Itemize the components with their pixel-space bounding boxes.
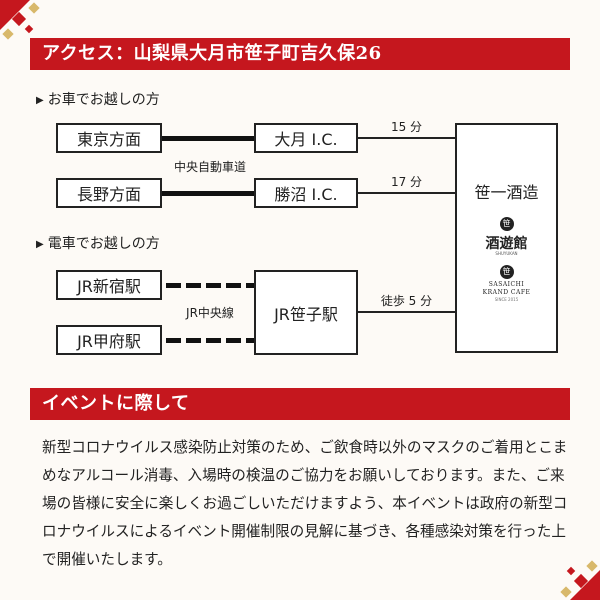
origin-kofu-box: JR甲府駅 xyxy=(56,325,162,355)
corner-pattern-bottom-right xyxy=(560,560,600,600)
origin-shinjuku-box: JR新宿駅 xyxy=(56,270,162,300)
walk-line xyxy=(358,311,455,313)
highway-label: 中央自動車道 xyxy=(173,160,246,174)
train-access-heading: ▶電車でお越しの方 xyxy=(36,235,160,254)
krand-cafe-logo-line2: KRAND CAFE xyxy=(482,289,531,296)
highway-line-tokyo xyxy=(162,136,254,141)
route-line-katsunuma xyxy=(358,192,455,194)
car-access-heading-label: お車でお越しの方 xyxy=(47,92,160,108)
event-notice-text: 新型コロナウイルス感染防止対策のため、ご飲食時以外のマスクのご着用とこまめなアル… xyxy=(42,439,568,568)
highway-line-nagano xyxy=(162,191,254,196)
krand-cafe-logo-line1: SASAICHI xyxy=(488,281,525,288)
origin-nagano-box: 長野方面 xyxy=(56,178,162,208)
duration-katsunuma: 17 分 xyxy=(390,175,423,189)
krand-cafe-logo-icon: 笹 xyxy=(499,265,514,279)
triangle-right-icon: ▶ xyxy=(36,239,44,250)
exit-katsunuma-box: 勝沼 I.C. xyxy=(254,178,358,208)
origin-tokyo-box: 東京方面 xyxy=(56,123,162,153)
station-sasago-box: JR笹子駅 xyxy=(254,270,358,355)
car-access-heading: ▶お車でお越しの方 xyxy=(36,91,160,110)
train-access-heading-label: 電車でお越しの方 xyxy=(47,236,160,252)
rail-line-shinjuku xyxy=(166,283,254,288)
rail-line-label: JR中央線 xyxy=(186,306,234,320)
triangle-right-icon: ▶ xyxy=(36,95,44,106)
krand-cafe-logo-subtext: SINCE 2015 xyxy=(494,297,519,302)
walk-duration: 徒歩 5 分 xyxy=(380,294,433,308)
exit-otsuki-box: 大月 I.C. xyxy=(254,123,358,153)
event-heading: イベントに際して xyxy=(30,388,570,420)
corner-pattern-top-left xyxy=(0,0,40,40)
destination-box: 笹一酒造 笹 酒遊館 SHUYUKAN 笹 SASAICHI KRAND CAF… xyxy=(455,123,558,353)
rail-line-kofu xyxy=(166,338,254,343)
access-heading: アクセス：山梨県大月市笹子町吉久保26 xyxy=(30,38,570,70)
duration-otsuki: 15 分 xyxy=(390,120,423,134)
shuyukan-logo-text: 酒遊館 xyxy=(485,236,528,252)
shuyukan-logo-subtext: SHUYUKAN xyxy=(495,251,518,256)
route-line-otsuki xyxy=(358,137,455,139)
shuyukan-logo-icon: 笹 xyxy=(499,217,514,231)
destination-name: 笹一酒造 xyxy=(474,183,539,202)
